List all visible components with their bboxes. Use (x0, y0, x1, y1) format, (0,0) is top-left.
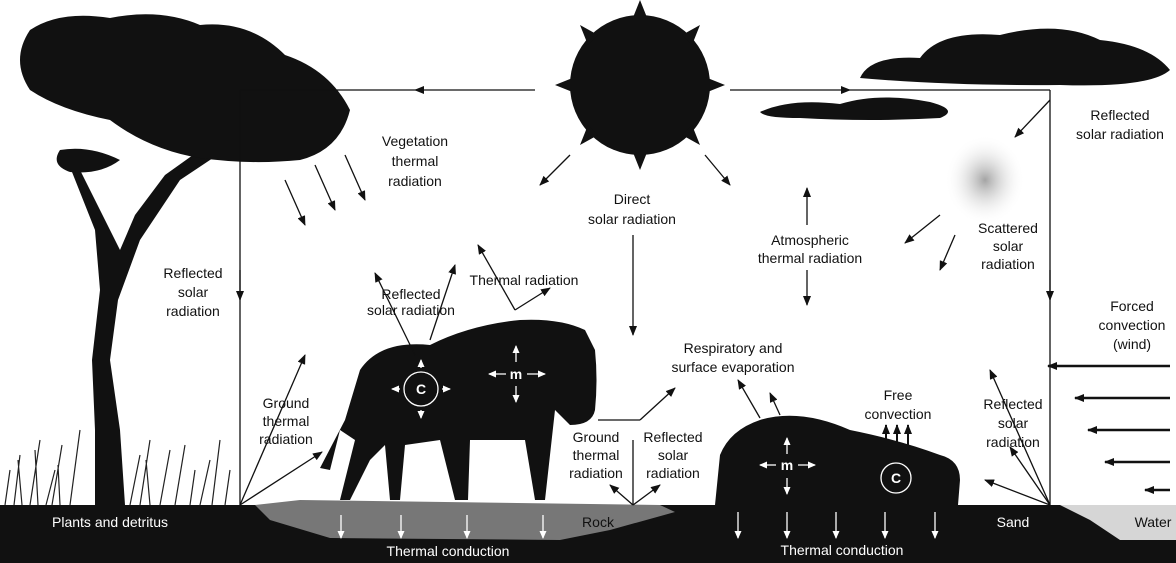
ground (0, 500, 1176, 563)
sand-label: Sand (997, 514, 1030, 530)
sun (555, 0, 725, 170)
conduction-left-label: Thermal conduction (387, 543, 510, 559)
conduction-right-label: Thermal conduction (781, 542, 904, 558)
resting-animal (715, 416, 960, 505)
metabolism-symbol-right: m (781, 457, 793, 473)
convection-symbol-left: C (416, 381, 426, 397)
thermal-radiation-label: Thermal radiation (470, 272, 579, 288)
water-label: Water (1135, 514, 1172, 530)
convection-symbol-right: C (891, 470, 901, 486)
wildebeest (320, 320, 597, 500)
metabolism-symbol-left: m (510, 366, 522, 382)
plants-label: Plants and detritus (52, 514, 168, 530)
rock-label: Rock (582, 514, 615, 530)
scattered-haze (945, 135, 1025, 225)
